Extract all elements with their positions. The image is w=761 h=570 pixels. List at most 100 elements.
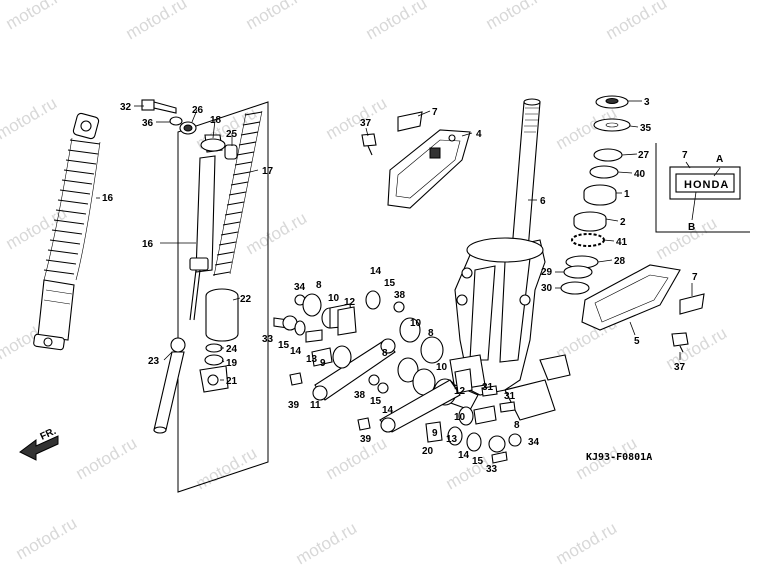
callout-37: 37 [674, 362, 686, 373]
callout-38: 38 [354, 390, 366, 401]
washer-35 [593, 118, 631, 132]
callout-31: 31 [482, 382, 494, 393]
callout-31: 31 [504, 391, 516, 402]
callout-13: 13 [306, 354, 318, 365]
damper-rod-23 [153, 337, 186, 434]
callout-35: 35 [640, 123, 652, 134]
callout-1: 1 [624, 189, 630, 200]
fork-pipe-18 [189, 134, 226, 321]
front-arrow-icon [19, 435, 59, 461]
callout-12: 12 [344, 297, 356, 308]
watermark: motod.ru [123, 0, 191, 43]
bolt-32 [141, 99, 183, 126]
watermark: motod.ru [3, 0, 71, 33]
seal-30 [560, 281, 590, 295]
label-7a [397, 111, 423, 132]
callout-labels: 32 36 26 18 25 17 16 16 22 24 19 21 23 3… [39, 97, 729, 475]
watermark: motod.ru [293, 518, 361, 568]
lower-bracket-21 [199, 365, 229, 393]
watermark: motod.ru [73, 433, 141, 483]
callout-20: 20 [422, 446, 434, 457]
label-7b [679, 293, 705, 315]
callout-41: 41 [616, 237, 628, 248]
screw-37b [671, 332, 689, 353]
callout-29: 29 [541, 267, 553, 278]
emblem-ref-7: 7 [682, 150, 688, 161]
seal-29 [563, 265, 593, 279]
callout-4: 4 [476, 129, 482, 140]
fork-spring-17 [212, 110, 263, 277]
callout-34: 34 [528, 437, 540, 448]
callout-8: 8 [514, 420, 520, 431]
watermark: motod.ru [0, 93, 60, 143]
callout-40: 40 [634, 169, 646, 180]
fork-slider-22 [205, 288, 239, 342]
callout-9: 9 [432, 428, 438, 439]
watermark: motod.ru [323, 433, 391, 483]
callout-16: 16 [142, 239, 154, 250]
callout-25: 25 [226, 129, 238, 140]
callout-38: 38 [394, 290, 406, 301]
callout-7: 7 [692, 272, 698, 283]
link-parts [273, 290, 522, 464]
callout-27: 27 [638, 150, 650, 161]
callout-39: 39 [360, 434, 372, 445]
callout-30: 30 [541, 283, 553, 294]
callout-22: 22 [240, 294, 252, 305]
watermark: motod.ru [243, 0, 311, 33]
callout-36: 36 [142, 118, 154, 129]
watermark: motod.ru [553, 518, 621, 568]
callout-8: 8 [382, 348, 388, 359]
callout-15: 15 [278, 340, 290, 351]
callout-15: 15 [472, 456, 484, 467]
shock-spring [43, 137, 101, 281]
callout-5: 5 [634, 336, 640, 347]
ring-40 [589, 165, 619, 179]
leader-lines [96, 100, 721, 381]
callout-15: 15 [370, 396, 382, 407]
callout-3: 3 [644, 97, 650, 108]
callout-33: 33 [486, 464, 498, 475]
callout-13: 13 [446, 434, 458, 445]
cover-4 [387, 129, 471, 209]
callout-12: 12 [454, 386, 466, 397]
rear-shock-absorber [33, 112, 101, 351]
callout-39: 39 [288, 400, 300, 411]
callout-10: 10 [436, 362, 448, 373]
callout-32: 32 [120, 102, 132, 113]
callout-21: 21 [226, 376, 238, 387]
callout-14: 14 [382, 405, 394, 416]
dust-seal-26 [179, 121, 197, 135]
emblem-marker-a: A [716, 154, 723, 165]
callout-19: 19 [226, 358, 238, 369]
callout-17: 17 [262, 166, 274, 177]
callout-6: 6 [540, 196, 546, 207]
watermark: motod.ru [603, 0, 671, 43]
emblem-marker-b: B [688, 222, 695, 233]
callout-24: 24 [226, 344, 238, 355]
callout-18: 18 [210, 115, 222, 126]
watermark: motod.ru [323, 93, 391, 143]
callout-8: 8 [316, 280, 322, 291]
callout-15: 15 [384, 278, 396, 289]
callout-7: 7 [432, 107, 438, 118]
callout-16: 16 [102, 193, 114, 204]
callout-33: 33 [262, 334, 274, 345]
callout-9: 9 [320, 358, 326, 369]
callout-14: 14 [370, 266, 382, 277]
callout-11: 11 [310, 400, 321, 411]
callout-14: 14 [290, 346, 302, 357]
callout-14: 14 [458, 450, 470, 461]
callout-8: 8 [428, 328, 434, 339]
callout-10: 10 [454, 412, 466, 423]
callout-37: 37 [360, 118, 372, 129]
washer-19 [204, 354, 224, 366]
callout-26: 26 [192, 105, 204, 116]
screw-37a [361, 133, 377, 156]
bush-25 [224, 144, 238, 160]
balls-41 [571, 233, 605, 247]
watermark: motod.ru [243, 208, 311, 258]
callout-34: 34 [294, 282, 306, 293]
callout-23: 23 [148, 356, 160, 367]
